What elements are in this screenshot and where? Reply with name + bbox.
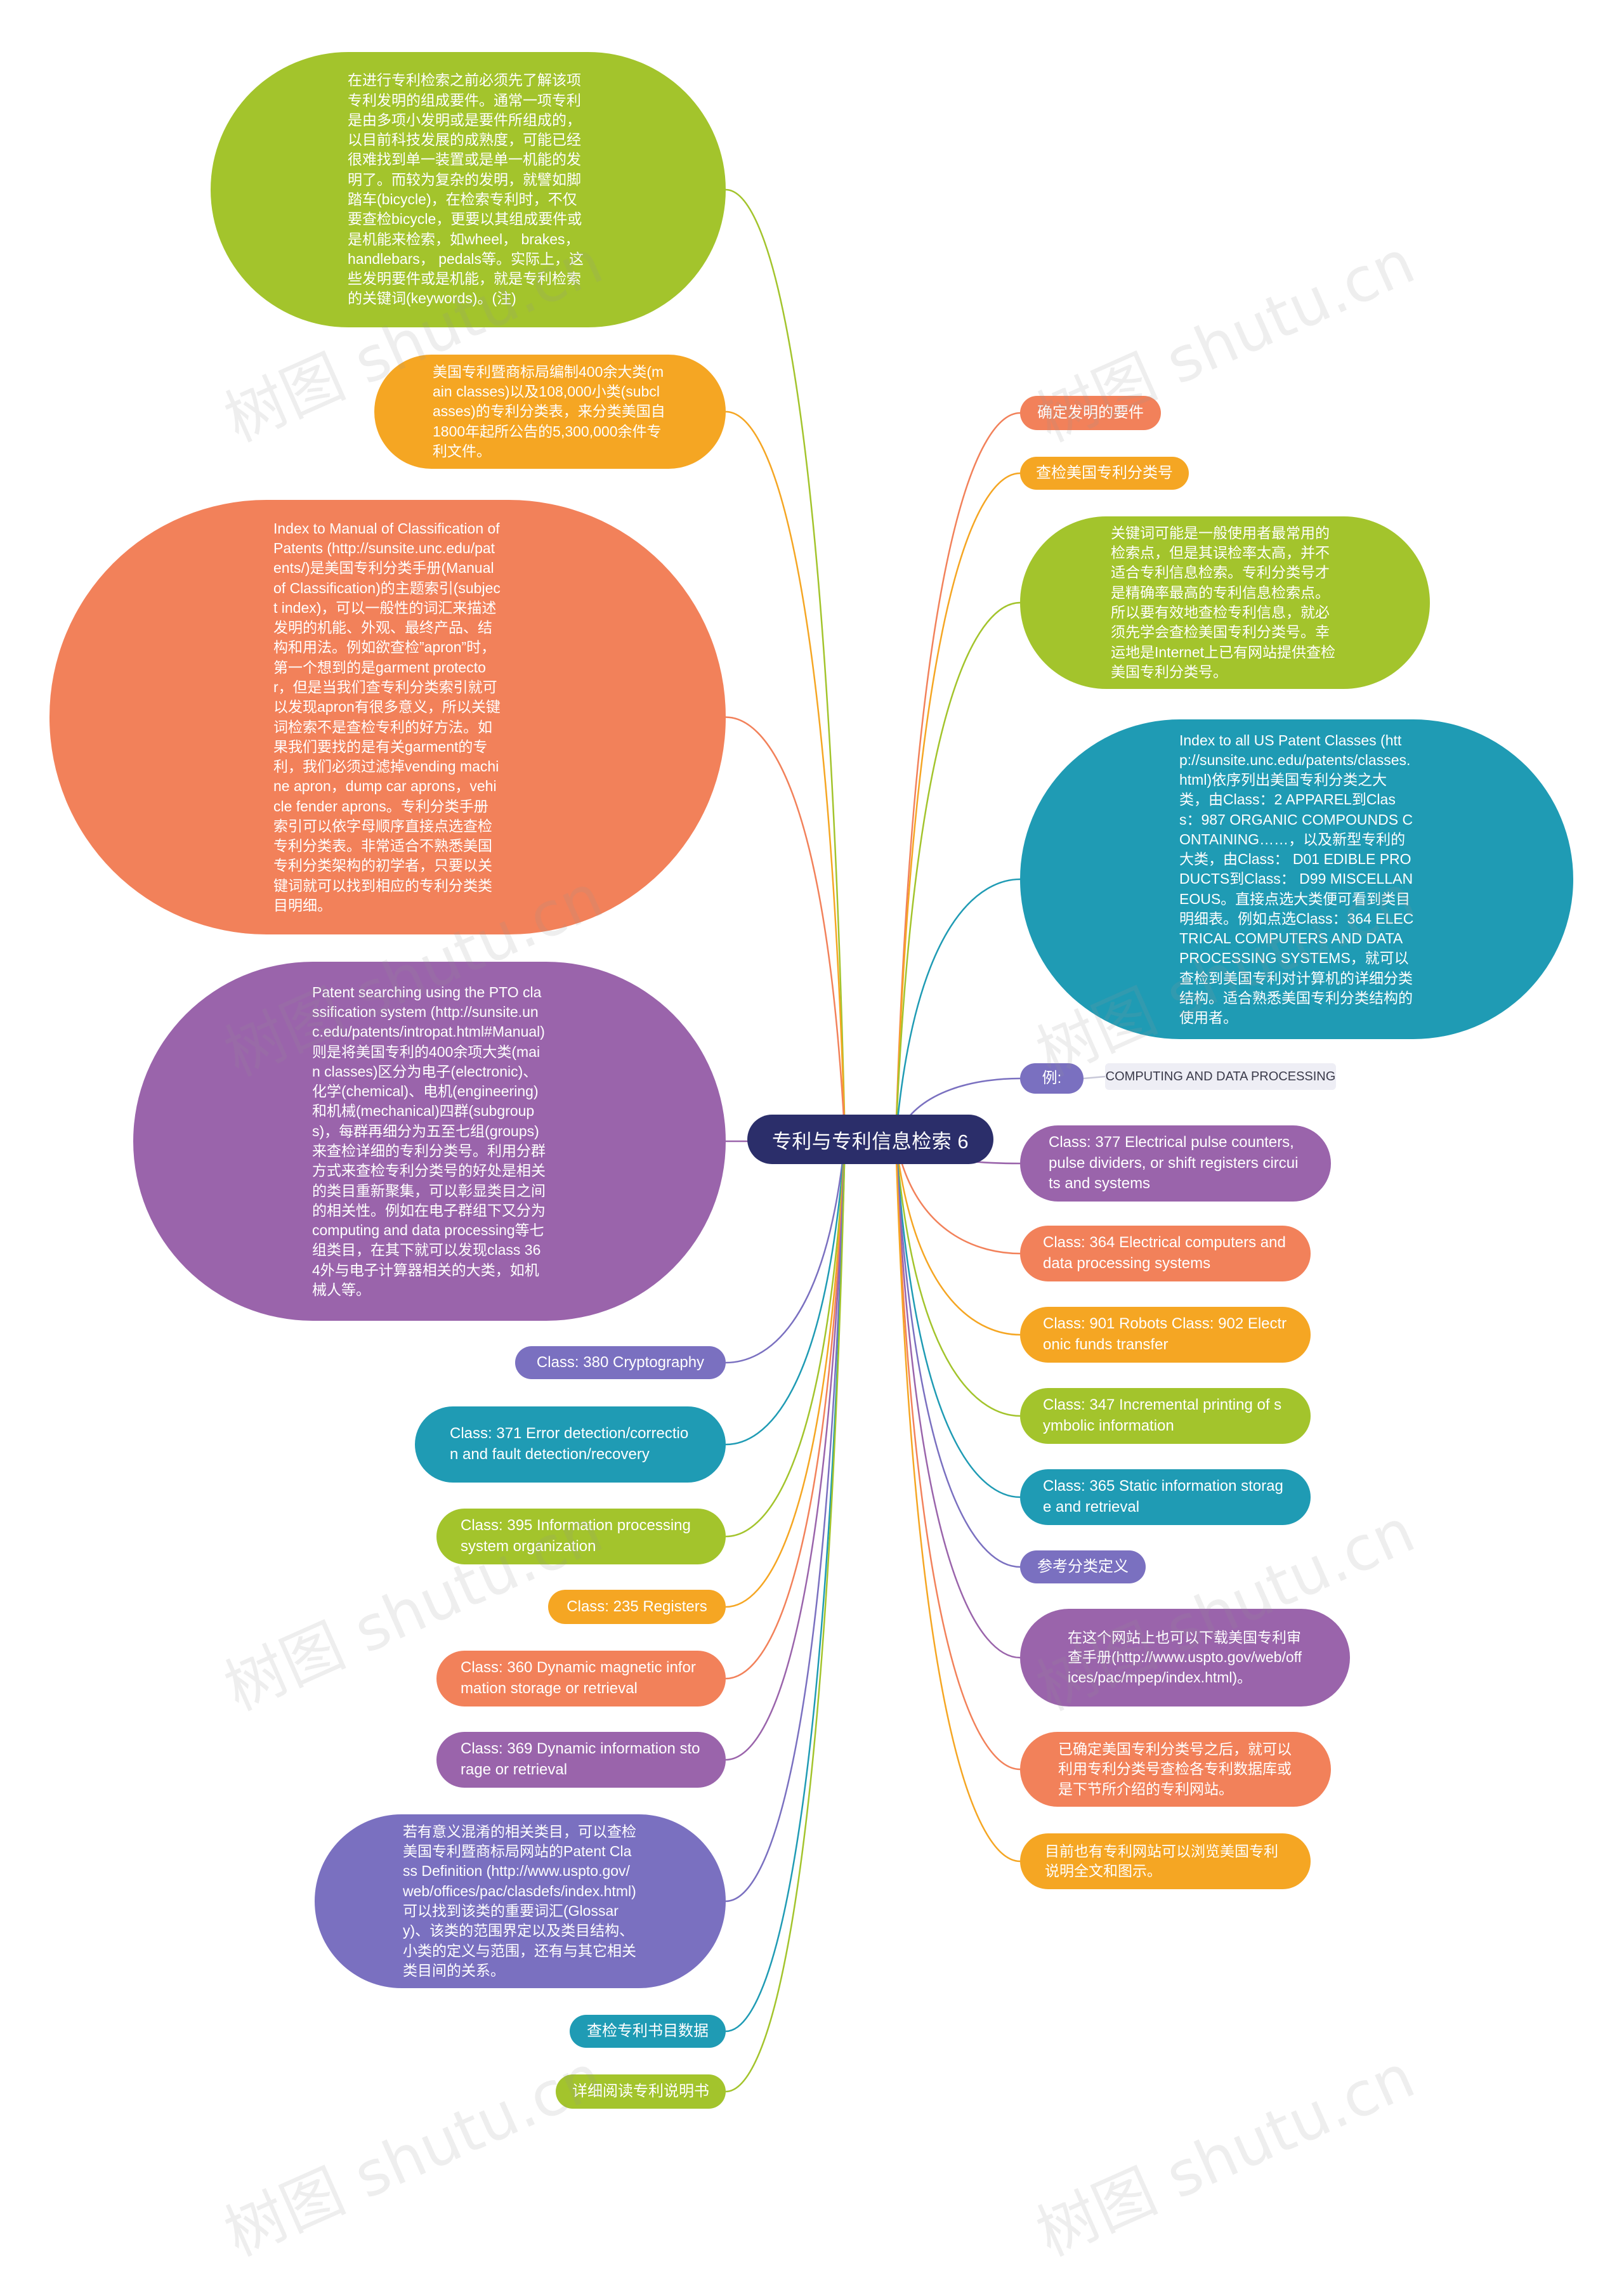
right-node-label: Class: 364 Electrical computers and data…	[1043, 1234, 1290, 1272]
right-node-search-us-class[interactable]: 查检美国专利分类号	[1020, 457, 1189, 490]
connector-line	[894, 1139, 1021, 1863]
right-node-label: 目前也有专利网站可以浏览美国专利说明全文和图示。	[1045, 1842, 1278, 1879]
right-node-reference-class-definition[interactable]: 参考分类定义	[1020, 1550, 1146, 1583]
left-node-class-definition[interactable]: 若有意义混淆的相关类目，可以查检美国专利暨商标局网站的Patent Class …	[315, 1814, 726, 1988]
left-node-class-360[interactable]: Class: 360 Dynamic magnetic information …	[436, 1651, 726, 1706]
connector-line	[725, 1139, 846, 1364]
right-node-label: Class: 365 Static information storage an…	[1043, 1477, 1283, 1516]
connector-line	[894, 1139, 1021, 1336]
right-node-label: Class: 901 Robots Class: 902 Electronic …	[1043, 1315, 1287, 1353]
connector-line	[725, 1139, 846, 1761]
right-node-label: 关键词可能是一般使用者最常用的检索点，但是其误检率太高，并不适合专利信息检索。专…	[1111, 524, 1335, 680]
connector-line	[725, 716, 846, 1140]
right-node-label: Index to all US Patent Classes (http://s…	[1179, 731, 1414, 1026]
connector-line	[725, 1139, 846, 1680]
left-node-invention-elements-detail[interactable]: 在进行专利检索之前必须先了解该项专利发明的组成要件。通常一项专利是由多项小发明或…	[211, 52, 726, 327]
connector-line	[894, 878, 1021, 1140]
right-node-after-class-determined[interactable]: 已确定美国专利分类号之后，就可以利用专利分类号查检各专利数据库或是下节所介绍的专…	[1020, 1732, 1331, 1807]
connector-line	[725, 1139, 846, 1538]
left-node-label: 若有意义混淆的相关类目，可以查检美国专利暨商标局网站的Patent Class …	[403, 1823, 636, 1979]
left-node-label: 在进行专利检索之前必须先了解该项专利发明的组成要件。通常一项专利是由多项小发明或…	[348, 72, 584, 307]
right-node-label: Class: 347 Incremental printing of symbo…	[1043, 1396, 1282, 1434]
left-node-label: 查检专利书目数据	[587, 2022, 709, 2040]
root-topic-label: 专利与专利信息检索 6	[771, 1130, 969, 1153]
right-node-class-347[interactable]: Class: 347 Incremental printing of symbo…	[1020, 1388, 1311, 1444]
right-node-class-364[interactable]: Class: 364 Electrical computers and data…	[1020, 1226, 1311, 1281]
right-node-class-365[interactable]: Class: 365 Static information storage an…	[1020, 1469, 1311, 1525]
left-node-label: Class: 369 Dynamic information storage o…	[461, 1740, 700, 1778]
left-node-index-to-manual[interactable]: Index to Manual of Classification of Pat…	[49, 500, 726, 934]
connector-line	[894, 1139, 1021, 1417]
connector-line	[894, 1139, 1021, 1498]
left-node-class-369[interactable]: Class: 369 Dynamic information storage o…	[436, 1732, 726, 1788]
right-node-download-mpep[interactable]: 在这个网站上也可以下载美国专利审查手册(http://www.uspto.gov…	[1020, 1609, 1350, 1706]
right-node-label: 已确定美国专利分类号之后，就可以利用专利分类号查检各专利数据库或是下节所介绍的专…	[1058, 1741, 1292, 1797]
left-node-class-371[interactable]: Class: 371 Error detection/correction an…	[415, 1406, 726, 1483]
connector-line	[894, 472, 1021, 1140]
left-node-class-380[interactable]: Class: 380 Cryptography	[515, 1346, 726, 1379]
connector-line	[725, 1139, 846, 1608]
left-node-label: Class: 360 Dynamic magnetic information …	[461, 1659, 696, 1697]
connector-line	[894, 1139, 1021, 1659]
connector-line	[725, 1139, 846, 1446]
right-node-index-all-classes[interactable]: Index to all US Patent Classes (http://s…	[1020, 719, 1573, 1039]
left-node-label: Class: 235 Registers	[566, 1597, 707, 1615]
right-node-label: 确定发明的要件	[1037, 403, 1144, 421]
left-node-read-specification[interactable]: 详细阅读专利说明书	[556, 2074, 726, 2109]
left-node-label: Patent searching using the PTO classific…	[312, 983, 546, 1298]
left-node-label: 详细阅读专利说明书	[572, 2082, 709, 2100]
connector-line	[725, 1139, 846, 1903]
right-node-fulltext-websites[interactable]: 目前也有专利网站可以浏览美国专利说明全文和图示。	[1020, 1833, 1311, 1889]
connector-line	[894, 1139, 1021, 1255]
right-node-label: 在这个网站上也可以下载美国专利审查手册(http://www.uspto.gov…	[1068, 1629, 1302, 1686]
example-child-tag[interactable]: COMPUTING AND DATA PROCESSING	[1105, 1063, 1336, 1090]
example-child-label: COMPUTING AND DATA PROCESSING	[1105, 1069, 1336, 1084]
left-node-label: Class: 395 Information processing system…	[461, 1517, 695, 1555]
connector-lines	[725, 188, 1106, 2093]
left-node-label: Class: 380 Cryptography	[536, 1353, 705, 1371]
left-node-bibliographic-data[interactable]: 查检专利书目数据	[570, 2015, 726, 2048]
right-node-class-377[interactable]: Class: 377 Electrical pulse counters, pu…	[1020, 1125, 1331, 1202]
connector-line	[894, 1139, 1021, 1568]
connector-line	[894, 1139, 1021, 1771]
connector-line	[725, 410, 846, 1140]
connector-line	[725, 188, 846, 1140]
left-node-label: Index to Manual of Classification of Pat…	[273, 520, 504, 914]
connector-line	[1083, 1075, 1106, 1080]
connector-line	[725, 1139, 846, 2033]
left-node-class-395[interactable]: Class: 395 Information processing system…	[436, 1509, 726, 1564]
left-node-label: 美国专利暨商标局编制400余大类(main classes)以及108,000小…	[433, 363, 665, 459]
connector-line	[725, 1139, 846, 2093]
left-node-pto-classification-system[interactable]: Patent searching using the PTO classific…	[133, 962, 726, 1321]
right-node-label: 查检美国专利分类号	[1036, 464, 1173, 481]
left-node-class-235[interactable]: Class: 235 Registers	[548, 1590, 726, 1624]
left-node-uspto-classes[interactable]: 美国专利暨商标局编制400余大类(main classes)以及108,000小…	[374, 355, 726, 469]
left-node-label: Class: 371 Error detection/correction an…	[450, 1425, 689, 1463]
right-node-determine-elements[interactable]: 确定发明的要件	[1020, 396, 1161, 430]
connector-line	[894, 412, 1021, 1140]
right-node-keyword-note[interactable]: 关键词可能是一般使用者最常用的检索点，但是其误检率太高，并不适合专利信息检索。专…	[1020, 516, 1430, 689]
right-node-example[interactable]: 例:	[1020, 1063, 1084, 1094]
right-node-class-901-902[interactable]: Class: 901 Robots Class: 902 Electronic …	[1020, 1307, 1311, 1363]
right-node-label: 例:	[1042, 1069, 1062, 1087]
right-node-label: Class: 377 Electrical pulse counters, pu…	[1049, 1134, 1299, 1193]
root-topic[interactable]: 专利与专利信息检索 6	[747, 1115, 993, 1164]
connector-line	[894, 601, 1021, 1140]
right-node-label: 参考分类定义	[1037, 1557, 1129, 1575]
